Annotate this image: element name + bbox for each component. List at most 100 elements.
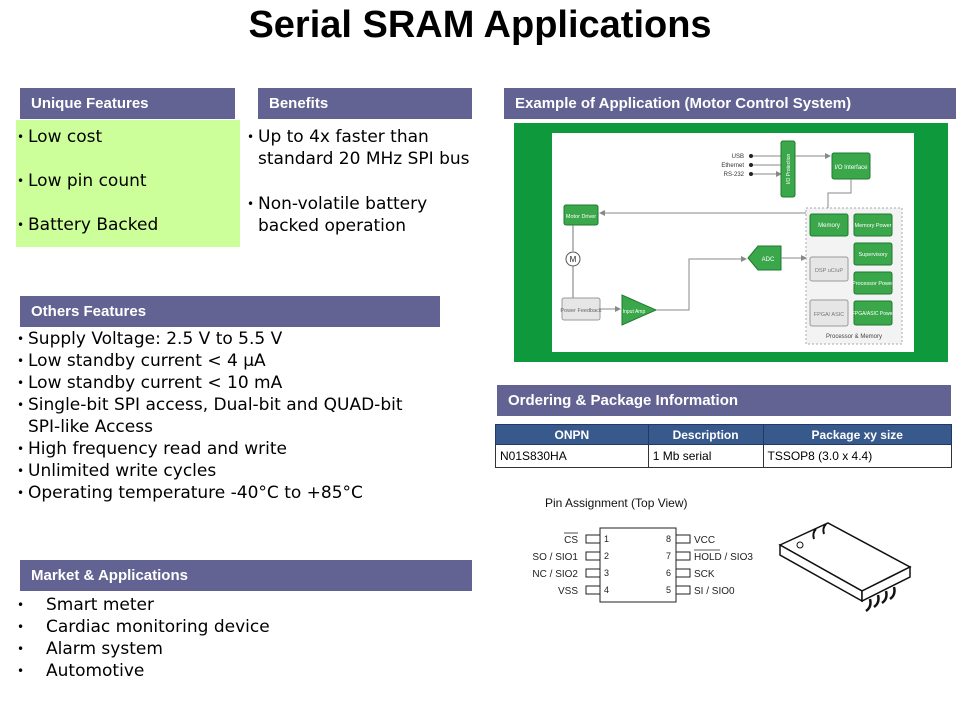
market-header: Market & Applications (20, 560, 472, 591)
list-item-line: backed operation (258, 216, 407, 236)
list-item-line: Non-volatile battery (258, 194, 428, 214)
table-cell: N01S830HA (495, 444, 649, 468)
list-item: Low standby current < 10 mA (16, 372, 486, 394)
pin-stub (585, 585, 601, 595)
unique-features-list: Low cost Low pin count Battery Backed (16, 126, 238, 236)
processor-power-label: Processor Power (852, 281, 894, 287)
pin-stub (585, 551, 601, 561)
benefits-header: Benefits (258, 88, 472, 119)
pin-number: 3 (604, 568, 609, 578)
fpga-asic-label: FPGA/ ASIC (814, 312, 845, 318)
list-item: Unlimited write cycles (16, 460, 486, 482)
unique-features-header: Unique Features (20, 88, 235, 119)
pin-label-so: SO / SIO1 (532, 552, 578, 563)
pin-stub (585, 534, 601, 544)
memory-power-label: Memory Power (855, 223, 892, 229)
others-features-list: Supply Voltage: 2.5 V to 5.5 V Low stand… (16, 328, 486, 504)
list-item-line: Single-bit SPI access, Dual-bit and QUAD… (28, 395, 403, 415)
list-item: Operating temperature -40°C to +85°C (16, 482, 486, 504)
pin-label-vss: VSS (558, 586, 578, 597)
pin-number: 4 (604, 585, 609, 595)
usb-label: USB (732, 154, 744, 160)
list-item: Cardiac monitoring device (16, 616, 416, 638)
proc-mem-label: Processor & Memory (826, 334, 882, 340)
pin1-marker (796, 541, 804, 549)
fpga-asic-block (809, 299, 849, 327)
table-header-cell: ONPN (495, 424, 649, 445)
page-title: Serial SRAM Applications (248, 4, 712, 46)
list-item-line: Up to 4x faster than (258, 127, 429, 147)
pin-assignment-title: Pin Assignment (Top View) (545, 496, 688, 510)
list-item-line: standard 20 MHz SPI bus (258, 149, 470, 169)
input-amp-label: Input Amp (623, 309, 646, 315)
ordering-table: ONPN Description Package xy size N01S830… (495, 424, 952, 468)
pin-stub (585, 568, 601, 578)
io-interface-label: I/O Interface (834, 165, 868, 171)
table-cell: 1 Mb serial (647, 444, 764, 468)
adc-label: ADC (762, 257, 775, 263)
list-item: Low pin count (16, 170, 238, 192)
table-header-cell: Description (647, 424, 764, 445)
pin-number: 2 (604, 551, 609, 561)
list-item: Automotive (16, 660, 416, 682)
memory-label: Memory (818, 223, 840, 229)
dsp-label: DSP uC/uP (815, 268, 843, 274)
port-connector (753, 155, 781, 174)
pin-label-hold: HOLD / SIO3 (694, 552, 753, 563)
table-cell: TSSOP8 (3.0 x 4.4) (762, 444, 952, 468)
dsp-block (809, 256, 849, 282)
port-dot (749, 154, 753, 158)
list-item: Non-volatile battery backed operation (246, 193, 506, 237)
motor-label: M (570, 255, 577, 264)
package-leads (865, 586, 896, 613)
pin-stub (675, 585, 691, 595)
processor-power-block (853, 271, 893, 295)
pin-assignment-diagram: Pin Assignment (Top View) CS SO / SIO1 N… (532, 496, 753, 603)
chip-body (599, 527, 677, 603)
list-item: Smart meter (16, 594, 416, 616)
port-dot (749, 163, 753, 167)
motor-control-diagram: Processor & Memory USB Ethernet RS-232 I… (560, 140, 903, 345)
motor-driver-label: Motor Driver (566, 214, 596, 220)
ordering-header: Ordering & Package Information (497, 385, 951, 416)
market-list: Smart meter Cardiac monitoring device Al… (16, 594, 416, 682)
list-item: Up to 4x faster than standard 20 MHz SPI… (246, 126, 506, 170)
adc-symbol (747, 245, 782, 271)
list-item: Battery Backed (16, 214, 238, 236)
pin-number: 1 (604, 534, 609, 544)
power-feedback-label: Power Feedback (560, 308, 602, 314)
supervisory-label: Supervisory (858, 252, 887, 258)
list-item: Supply Voltage: 2.5 V to 5.5 V (16, 328, 486, 350)
pin-stub (675, 568, 691, 578)
pin-stub (675, 551, 691, 561)
pin-number: 7 (666, 551, 671, 561)
supervisory-block (853, 242, 893, 266)
tssop8-package-image (778, 522, 912, 613)
package-side-face (861, 565, 911, 603)
list-item: Low standby current < 4 μA (16, 350, 486, 372)
list-item: Low cost (16, 126, 238, 148)
pin-number: 8 (666, 534, 671, 544)
port-dot (749, 172, 753, 176)
pin-number: 6 (666, 568, 671, 578)
pin-number: 5 (666, 585, 671, 595)
others-features-header: Others Features (20, 296, 440, 327)
list-item: High frequency read and write (16, 438, 486, 460)
io-protection-block (780, 140, 796, 198)
table-header-row: ONPN Description Package xy size (495, 424, 952, 445)
list-item: Single-bit SPI access, Dual-bit and QUAD… (16, 394, 486, 438)
pin-label-nc: NC / SIO2 (532, 569, 578, 580)
memory-block (809, 213, 849, 237)
rs232-label: RS-232 (724, 172, 745, 178)
fpga-asic-power-block (853, 300, 893, 326)
fpga-asic-power-label: FPGA/ASIC Power (852, 311, 895, 317)
io-bus (827, 179, 852, 208)
example-header: Example of Application (Motor Control Sy… (504, 88, 956, 119)
benefits-list: Up to 4x faster than standard 20 MHz SPI… (246, 126, 506, 237)
pin-stub (675, 534, 691, 544)
pin-label-si: SI / SIO0 (694, 586, 735, 597)
table-header-cell: Package xy size (762, 424, 952, 445)
package-leads (812, 523, 827, 540)
pin-label-vcc: VCC (694, 535, 715, 546)
list-item-line: SPI-like Access (28, 417, 153, 437)
